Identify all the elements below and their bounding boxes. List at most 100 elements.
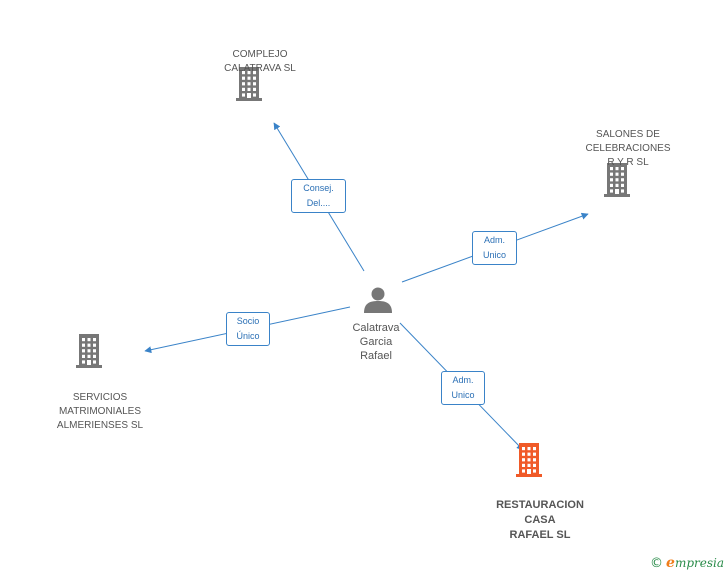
building-window: [87, 349, 91, 353]
edge-role-line: Consej.: [303, 183, 334, 193]
building-window: [87, 338, 91, 342]
building-window: [253, 93, 256, 97]
building-window: [527, 447, 531, 451]
edge-role-line: Adm.: [452, 375, 474, 385]
building-window: [82, 360, 85, 364]
building-window: [621, 189, 624, 193]
edge-role-line: Del....: [306, 198, 331, 208]
building-window: [533, 463, 536, 467]
company-label-complejo[interactable]: COMPLEJO CALATRAVA SL: [210, 48, 310, 76]
edge-label-servicios[interactable]: Socio Único: [226, 312, 270, 346]
building-window: [533, 452, 536, 456]
person-icon: [364, 287, 392, 313]
building-window: [615, 178, 619, 182]
building-window: [522, 452, 525, 456]
company-name-line: CALATRAVA SL: [224, 63, 296, 74]
building-window: [93, 338, 96, 342]
building-window: [621, 167, 624, 171]
company-name-line: RAFAEL SL: [509, 529, 571, 541]
company-name-line: SALONES DE: [596, 129, 660, 140]
building-window: [610, 183, 613, 187]
company-name-line: ALMERIENSES SL: [56, 420, 144, 431]
building-door: [247, 93, 251, 98]
building-window: [253, 82, 256, 86]
building-window: [610, 189, 613, 193]
building-window: [87, 343, 91, 347]
building-window: [527, 452, 531, 456]
company-name-line: MATRIMONIALES: [58, 406, 142, 417]
building-window: [247, 76, 251, 80]
building-window: [82, 338, 85, 342]
edge-label-salones[interactable]: Adm. Unico: [472, 231, 517, 265]
building-window: [247, 71, 251, 75]
building-window: [621, 172, 624, 176]
building-base: [236, 98, 262, 101]
building-window: [621, 178, 624, 182]
brand-logo-initial: e: [666, 555, 675, 571]
building-window: [522, 447, 525, 451]
building-window: [522, 463, 525, 467]
building-window: [615, 167, 619, 171]
building-window: [610, 178, 613, 182]
building-window: [242, 76, 245, 80]
building-window: [253, 87, 256, 91]
edge-role-line: Socio: [236, 316, 260, 326]
building-window: [615, 172, 619, 176]
building-window: [253, 71, 256, 75]
company-label-servicios[interactable]: SERVICIOS MATRIMONIALES ALMERIENSES SL: [45, 391, 155, 433]
edge-role-line: Unico: [451, 390, 475, 400]
person-label[interactable]: Calatrava Garcia Rafael: [334, 321, 418, 363]
brand-logo-name: mpresia: [674, 556, 724, 570]
building-icon: [516, 443, 542, 477]
building-window: [533, 458, 536, 462]
building-window: [93, 354, 96, 358]
company-label-salones[interactable]: SALONES DE CELEBRACIONES R Y R SL: [578, 128, 678, 170]
building-window: [610, 172, 613, 176]
building-icon: [236, 67, 262, 101]
edge-label-restauracion[interactable]: Adm. Unico: [441, 371, 485, 405]
building-window: [93, 349, 96, 353]
building-icon: [604, 163, 630, 197]
building-window: [621, 183, 624, 187]
company-name-line: COMPLEJO: [232, 49, 288, 60]
edge-label-complejo[interactable]: Consej. Del....: [291, 179, 346, 213]
building-window: [82, 349, 85, 353]
building-window: [522, 458, 525, 462]
building-window: [242, 93, 245, 97]
building-window: [82, 343, 85, 347]
building-window: [527, 463, 531, 467]
person-name-line: Calatrava: [352, 322, 400, 334]
edge-role-line: Único: [236, 331, 260, 341]
company-label-restauracion[interactable]: RESTAURACION CASA RAFAEL SL: [485, 498, 595, 543]
building-door: [87, 360, 91, 365]
building-window: [610, 167, 613, 171]
edge-role-line: Unico: [482, 250, 506, 260]
person-name-line: Garcia: [359, 336, 393, 348]
building-window: [82, 354, 85, 358]
building-base: [516, 474, 542, 477]
company-name-line: CASA: [524, 514, 556, 526]
building-window: [253, 76, 256, 80]
building-base: [604, 194, 630, 197]
building-window: [242, 71, 245, 75]
building-base: [76, 365, 102, 368]
building-window: [247, 87, 251, 91]
company-name-line: R Y R SL: [607, 157, 649, 168]
company-name-line: CELEBRACIONES: [585, 143, 671, 154]
building-door: [527, 469, 531, 474]
copyright-symbol: ©: [650, 556, 664, 571]
building-window: [93, 343, 96, 347]
building-icon: [76, 334, 102, 368]
edge-role-line: Adm.: [483, 235, 505, 245]
building-window: [533, 469, 536, 473]
building-window: [522, 469, 525, 473]
building-window: [527, 458, 531, 462]
building-window: [533, 447, 536, 451]
brand-watermark: ©empresia: [650, 555, 724, 571]
person-name-line: Rafael: [360, 350, 392, 362]
building-door: [615, 189, 619, 194]
company-name-line: RESTAURACION: [496, 499, 584, 511]
building-window: [615, 183, 619, 187]
